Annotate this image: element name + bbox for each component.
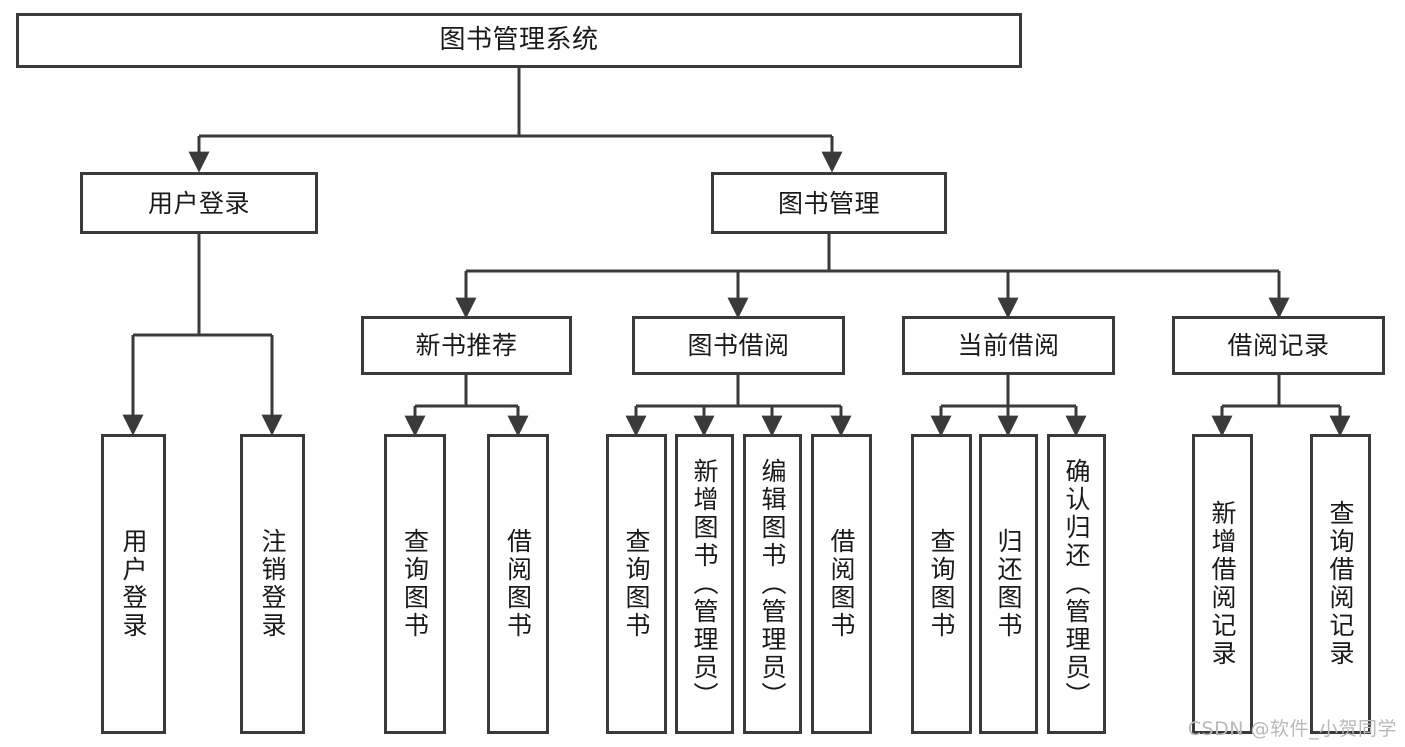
node-label: 当前借阅 <box>957 331 1060 360</box>
node-label: 用户登录 <box>147 188 250 218</box>
leaf-return-book[interactable]: 归还图书 <box>979 434 1038 734</box>
node-user-login[interactable]: 用户登录 <box>80 172 318 234</box>
leaf-borrow-book-recommend[interactable]: 借阅图书 <box>487 434 549 734</box>
node-label: 新增图书（管理员） <box>690 458 719 710</box>
node-root-system[interactable]: 图书管理系统 <box>16 13 1022 68</box>
node-label: 查询图书 <box>927 528 956 640</box>
node-label: 新增借阅记录 <box>1208 500 1237 668</box>
node-book-manage[interactable]: 图书管理 <box>711 172 947 234</box>
node-new-book-recommend[interactable]: 新书推荐 <box>361 316 572 375</box>
leaf-query-book-current[interactable]: 查询图书 <box>911 434 972 734</box>
node-current-borrow[interactable]: 当前借阅 <box>902 316 1115 375</box>
node-label: 借阅图书 <box>827 528 856 640</box>
csdn-watermark: CSDN @软件_小贺同学 <box>1187 718 1397 740</box>
node-label: 图书管理系统 <box>439 25 599 56</box>
node-label: 图书借阅 <box>687 331 790 360</box>
leaf-query-book-recommend[interactable]: 查询图书 <box>384 434 446 734</box>
node-label: 用户登录 <box>119 528 148 640</box>
leaf-confirm-return-admin[interactable]: 确认归还（管理员） <box>1047 434 1106 734</box>
leaf-edit-book-admin[interactable]: 编辑图书（管理员） <box>743 434 802 734</box>
node-label: 确认归还（管理员） <box>1062 458 1091 710</box>
node-book-borrow[interactable]: 图书借阅 <box>632 316 845 375</box>
leaf-query-book-borrow[interactable]: 查询图书 <box>606 434 667 734</box>
leaf-query-borrow-record[interactable]: 查询借阅记录 <box>1310 434 1371 734</box>
leaf-add-book-admin[interactable]: 新增图书（管理员） <box>675 434 734 734</box>
leaf-borrow-book-borrow[interactable]: 借阅图书 <box>811 434 872 734</box>
node-label: 归还图书 <box>994 528 1023 640</box>
node-label: 查询图书 <box>400 528 430 640</box>
leaf-add-borrow-record[interactable]: 新增借阅记录 <box>1192 434 1253 734</box>
leaf-logout[interactable]: 注销登录 <box>240 434 305 734</box>
leaf-user-login[interactable]: 用户登录 <box>101 434 166 734</box>
node-label: 新书推荐 <box>415 331 518 360</box>
node-label: 图书管理 <box>777 188 880 218</box>
node-label: 注销登录 <box>258 528 287 640</box>
node-label: 查询借阅记录 <box>1326 500 1355 668</box>
node-label: 编辑图书（管理员） <box>758 458 787 710</box>
node-label: 借阅记录 <box>1227 331 1330 360</box>
node-borrow-record[interactable]: 借阅记录 <box>1172 316 1385 375</box>
node-label: 借阅图书 <box>503 528 533 640</box>
node-label: 查询图书 <box>622 528 651 640</box>
